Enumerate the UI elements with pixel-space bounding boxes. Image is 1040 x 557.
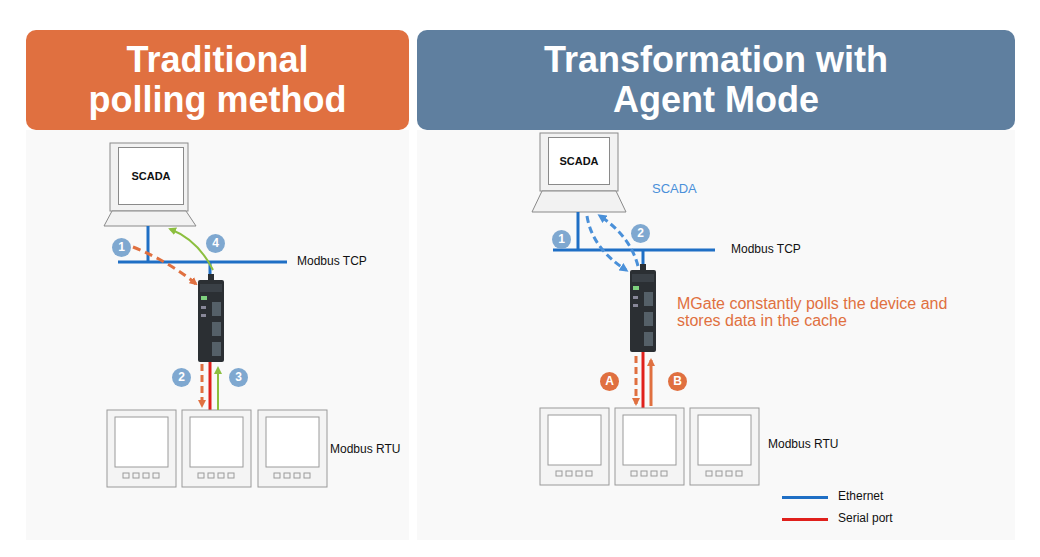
node-text: Traditional polling method xyxy=(73,40,363,121)
node-text-group: SCADA xyxy=(131,170,170,182)
callout-number: B xyxy=(668,372,687,391)
callout-number: 2 xyxy=(172,368,191,387)
callout-number: 3 xyxy=(229,368,248,387)
network-label: Modbus RTU xyxy=(330,442,400,456)
network-label: Modbus TCP xyxy=(731,242,801,256)
network-label: Modbus RTU xyxy=(768,437,838,451)
node-text: Transformation with Agent Mode xyxy=(516,40,916,121)
device-label: SCADA xyxy=(652,181,697,196)
legend-swatch xyxy=(782,496,828,499)
panel-header: Traditional polling method xyxy=(26,30,409,130)
callout-number: 2 xyxy=(631,224,650,243)
callout-number: 4 xyxy=(206,234,225,253)
node-text: SCADA xyxy=(559,155,598,167)
legend-text: Serial port xyxy=(838,511,893,525)
screen-box: SCADA xyxy=(118,147,184,205)
legend-text: Ethernet xyxy=(838,489,883,503)
node-text-group: SCADA xyxy=(559,155,598,167)
panel-header: Transformation with Agent Mode xyxy=(417,30,1015,130)
callout-number: 1 xyxy=(552,230,571,249)
screen-box: SCADA xyxy=(548,137,610,185)
note-text: MGate constantly polls the device and st… xyxy=(677,296,977,330)
node-text: SCADA xyxy=(131,170,170,182)
node-text-group: Transformation with Agent Mode xyxy=(516,40,916,121)
legend-swatch xyxy=(782,518,828,521)
network-label: Modbus TCP xyxy=(297,254,367,268)
node-text-group: Traditional polling method xyxy=(73,40,363,121)
callout-number: A xyxy=(600,372,619,391)
callout-number: 1 xyxy=(112,238,131,257)
